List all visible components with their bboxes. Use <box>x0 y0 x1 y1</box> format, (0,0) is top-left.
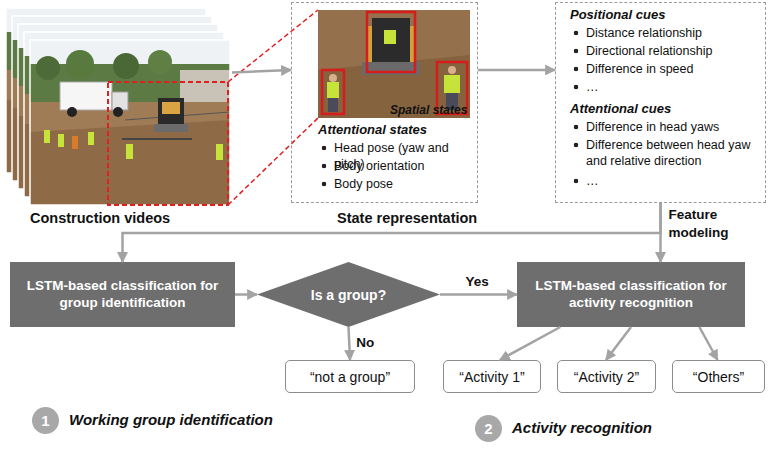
edge-label: No <box>356 334 374 352</box>
section-heading: Spatial states <box>390 103 467 117</box>
output-box: “Activity 1” <box>443 360 541 393</box>
bullet-item: Body orientation <box>320 158 475 174</box>
zoom-line <box>228 118 318 205</box>
flow-arrow <box>659 203 662 262</box>
diamond-outline <box>257 262 440 327</box>
flow-arrow <box>478 69 555 72</box>
node-text: 1 <box>41 412 49 429</box>
frame-border <box>30 40 230 205</box>
bullet-item: … <box>572 173 760 189</box>
video-frame-image <box>30 40 230 205</box>
section-heading: Attentional states <box>318 122 427 137</box>
crop-ground <box>318 10 470 118</box>
caption-label: Working group identification <box>69 411 273 428</box>
node-text: LSTM-based classification for group iden… <box>20 278 225 312</box>
caption-label: Activity recognition <box>512 419 652 436</box>
flow-arrow <box>123 203 661 262</box>
section-heading: Positional cues <box>570 7 665 22</box>
node-text: “Activity 1” <box>459 369 524 385</box>
bullet-item: Difference in head yaws <box>572 119 760 135</box>
zoom-line <box>228 10 318 82</box>
section-heading: Attentional cues <box>570 101 671 116</box>
bullet-item: Difference between head yaw and relative… <box>572 137 760 169</box>
flow-arrow <box>606 327 631 360</box>
process-box: LSTM-based classification for group iden… <box>10 262 235 327</box>
decision-diamond: Is a group? <box>257 262 440 327</box>
flow-arrow <box>232 70 291 73</box>
crop-region <box>108 82 228 205</box>
node-text: “not a group” <box>310 369 390 385</box>
node-text: Is a group? <box>311 287 386 303</box>
worker-vest <box>327 82 339 98</box>
output-box: “Activity 2” <box>557 360 656 393</box>
bullet-item: Distance relationship <box>572 25 760 41</box>
output-box: “Others” <box>672 360 765 393</box>
flow-arrow <box>440 293 517 296</box>
process-box: LSTM-based classification for activity r… <box>517 262 745 327</box>
feature-cues-box: Positional cuesDistance relationshipDire… <box>555 2 766 203</box>
heading-label: State representation <box>337 210 477 226</box>
heading-label: Construction videos <box>30 210 170 226</box>
step-circle: 2Activity recognition <box>475 415 502 442</box>
step-circle: 1Working group identification <box>32 407 59 434</box>
skid-steer <box>372 18 410 62</box>
video-frame-stack <box>6 8 230 205</box>
operator <box>384 30 396 44</box>
detection-box <box>322 70 344 114</box>
crop-ground-shade <box>318 55 470 118</box>
detection-box <box>367 12 415 72</box>
node-text: “Activity 2” <box>574 369 639 385</box>
video-stack-node: Construction videos <box>5 5 232 205</box>
worker-legs <box>328 98 338 112</box>
edge-label: Yes <box>466 273 489 291</box>
cropped-frame <box>318 10 470 118</box>
video-frame <box>30 40 230 205</box>
flow-arrow <box>349 327 351 360</box>
flow-arrow <box>235 293 257 296</box>
flow-arrow <box>500 327 560 360</box>
state-representation-box: Spatial statesAttentional statesHead pos… <box>291 2 478 203</box>
worker-head <box>448 66 456 74</box>
node-text: “Others” <box>693 369 744 385</box>
worker-vest <box>444 75 460 93</box>
worker-head <box>329 74 337 82</box>
flow-arrow <box>699 327 717 360</box>
bullet-item: Body pose <box>320 176 475 192</box>
bullet-item: … <box>572 79 760 95</box>
node-text: LSTM-based classification for activity r… <box>527 278 735 312</box>
output-box: “not a group” <box>285 360 415 393</box>
bullet-item: Difference in speed <box>572 61 760 77</box>
edge-label: Feature modeling <box>669 206 744 242</box>
node-text: 2 <box>484 420 492 437</box>
bullet-item: Directional relationship <box>572 43 760 59</box>
